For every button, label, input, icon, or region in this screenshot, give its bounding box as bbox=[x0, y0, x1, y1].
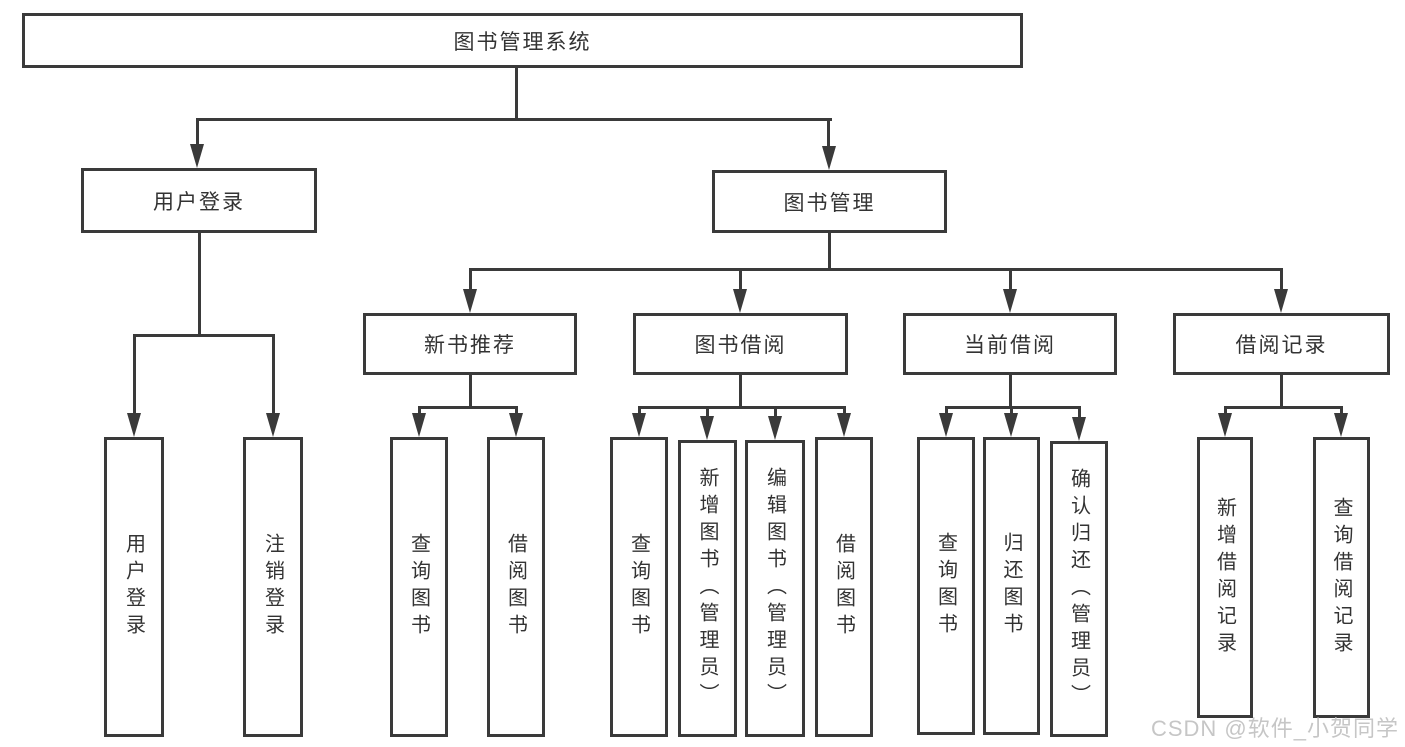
leaf-query-book-recommend-label: 查询图书 bbox=[407, 533, 430, 641]
connector-line bbox=[945, 406, 948, 415]
connector-line bbox=[638, 406, 846, 409]
node-book-borrow-label: 图书借阅 bbox=[694, 334, 787, 357]
arrow-down-icon bbox=[939, 413, 953, 437]
arrow-down-icon bbox=[1334, 413, 1348, 437]
connector-line bbox=[1340, 406, 1343, 415]
leaf-return-book: 归还图书 bbox=[983, 437, 1040, 735]
leaf-logout: 注销登录 bbox=[243, 437, 303, 737]
leaf-query-book-borrow: 查询图书 bbox=[610, 437, 668, 737]
node-book-borrow: 图书借阅 bbox=[633, 313, 848, 375]
connector-line bbox=[739, 268, 742, 291]
node-root-label: 图书管理系统 bbox=[453, 30, 592, 54]
node-book-management-label: 图书管理 bbox=[783, 191, 876, 215]
leaf-borrow-book-recommend: 借阅图书 bbox=[487, 437, 545, 737]
connector-line bbox=[774, 406, 777, 418]
leaf-add-book-admin: 新增图书（管理员） bbox=[678, 440, 737, 737]
leaf-query-book-borrow-label: 查询图书 bbox=[627, 533, 650, 641]
arrow-down-icon bbox=[733, 289, 747, 313]
arrow-down-icon bbox=[190, 144, 204, 168]
arrow-down-icon bbox=[632, 413, 646, 437]
arrow-down-icon bbox=[1274, 289, 1288, 313]
connector-line bbox=[469, 268, 1283, 271]
arrow-down-icon bbox=[266, 413, 280, 437]
leaf-query-book-current: 查询图书 bbox=[917, 437, 975, 735]
connector-line bbox=[515, 68, 518, 120]
connector-line bbox=[469, 375, 472, 408]
node-current-borrow-label: 当前借阅 bbox=[964, 334, 1056, 357]
connector-line bbox=[418, 406, 518, 409]
connector-line bbox=[1280, 375, 1283, 408]
node-book-management: 图书管理 bbox=[712, 170, 947, 233]
leaf-confirm-return-admin-label: 确认归还（管理员） bbox=[1067, 467, 1090, 711]
leaf-query-borrow-record-label: 查询借阅记录 bbox=[1330, 496, 1352, 659]
arrow-down-icon bbox=[1003, 289, 1017, 313]
arrow-down-icon bbox=[509, 413, 523, 437]
node-borrow-records: 借阅记录 bbox=[1173, 313, 1390, 375]
leaf-add-borrow-record: 新增借阅记录 bbox=[1197, 437, 1253, 718]
arrow-down-icon bbox=[1072, 417, 1086, 441]
connector-line bbox=[133, 334, 275, 337]
connector-line bbox=[828, 233, 831, 270]
arrow-down-icon bbox=[822, 146, 836, 170]
arrow-down-icon bbox=[768, 416, 782, 440]
connector-line bbox=[1009, 375, 1012, 408]
connector-line bbox=[418, 406, 421, 415]
leaf-add-borrow-record-label: 新增借阅记录 bbox=[1213, 496, 1236, 659]
leaf-add-book-admin-label: 新增图书（管理员） bbox=[696, 467, 718, 710]
connector-line bbox=[1009, 268, 1012, 291]
csdn-watermark: CSDN @软件_小贺同学 bbox=[1150, 716, 1399, 741]
connector-line bbox=[843, 406, 846, 415]
leaf-confirm-return-admin: 确认归还（管理员） bbox=[1050, 441, 1108, 737]
connector-line bbox=[1010, 406, 1013, 415]
connector-line bbox=[945, 406, 1081, 409]
leaf-query-borrow-record: 查询借阅记录 bbox=[1313, 437, 1370, 718]
connector-line bbox=[469, 268, 472, 291]
connector-line bbox=[198, 233, 201, 336]
leaf-user-login: 用户登录 bbox=[104, 437, 164, 737]
arrow-down-icon bbox=[412, 413, 426, 437]
leaf-borrow-book: 借阅图书 bbox=[815, 437, 873, 737]
connector-line bbox=[827, 118, 830, 148]
connector-line bbox=[196, 118, 832, 121]
leaf-borrow-book-label: 借阅图书 bbox=[832, 533, 855, 641]
connector-line bbox=[272, 334, 275, 415]
node-new-book-recommend: 新书推荐 bbox=[363, 313, 577, 375]
connector-line bbox=[1078, 406, 1081, 419]
arrow-down-icon bbox=[837, 413, 851, 437]
leaf-query-book-current-label: 查询图书 bbox=[934, 532, 957, 640]
leaf-borrow-book-recommend-label: 借阅图书 bbox=[504, 533, 527, 641]
arrow-down-icon bbox=[127, 413, 141, 437]
connector-line bbox=[706, 406, 709, 418]
connector-line bbox=[739, 375, 742, 408]
connector-line bbox=[1224, 406, 1343, 409]
node-user-login-label: 用户登录 bbox=[153, 190, 245, 214]
arrow-down-icon bbox=[463, 289, 477, 313]
leaf-logout-label: 注销登录 bbox=[261, 533, 284, 641]
arrow-down-icon bbox=[700, 416, 714, 440]
connector-line bbox=[1224, 406, 1227, 415]
node-borrow-records-label: 借阅记录 bbox=[1235, 334, 1328, 357]
leaf-edit-book-admin: 编辑图书（管理员） bbox=[745, 440, 805, 737]
node-current-borrow: 当前借阅 bbox=[903, 313, 1117, 375]
connector-line bbox=[196, 118, 199, 146]
leaf-query-book-recommend: 查询图书 bbox=[390, 437, 448, 737]
connector-line bbox=[515, 406, 518, 415]
leaf-user-login-label: 用户登录 bbox=[122, 533, 145, 641]
node-root: 图书管理系统 bbox=[22, 13, 1023, 68]
connector-line bbox=[638, 406, 641, 415]
node-user-login: 用户登录 bbox=[81, 168, 317, 233]
connector-line bbox=[133, 334, 136, 415]
leaf-edit-book-admin-label: 编辑图书（管理员） bbox=[763, 467, 786, 710]
arrow-down-icon bbox=[1218, 413, 1232, 437]
arrow-down-icon bbox=[1004, 413, 1018, 437]
connector-line bbox=[1280, 268, 1283, 291]
node-new-book-recommend-label: 新书推荐 bbox=[424, 334, 516, 357]
leaf-return-book-label: 归还图书 bbox=[1000, 532, 1022, 640]
